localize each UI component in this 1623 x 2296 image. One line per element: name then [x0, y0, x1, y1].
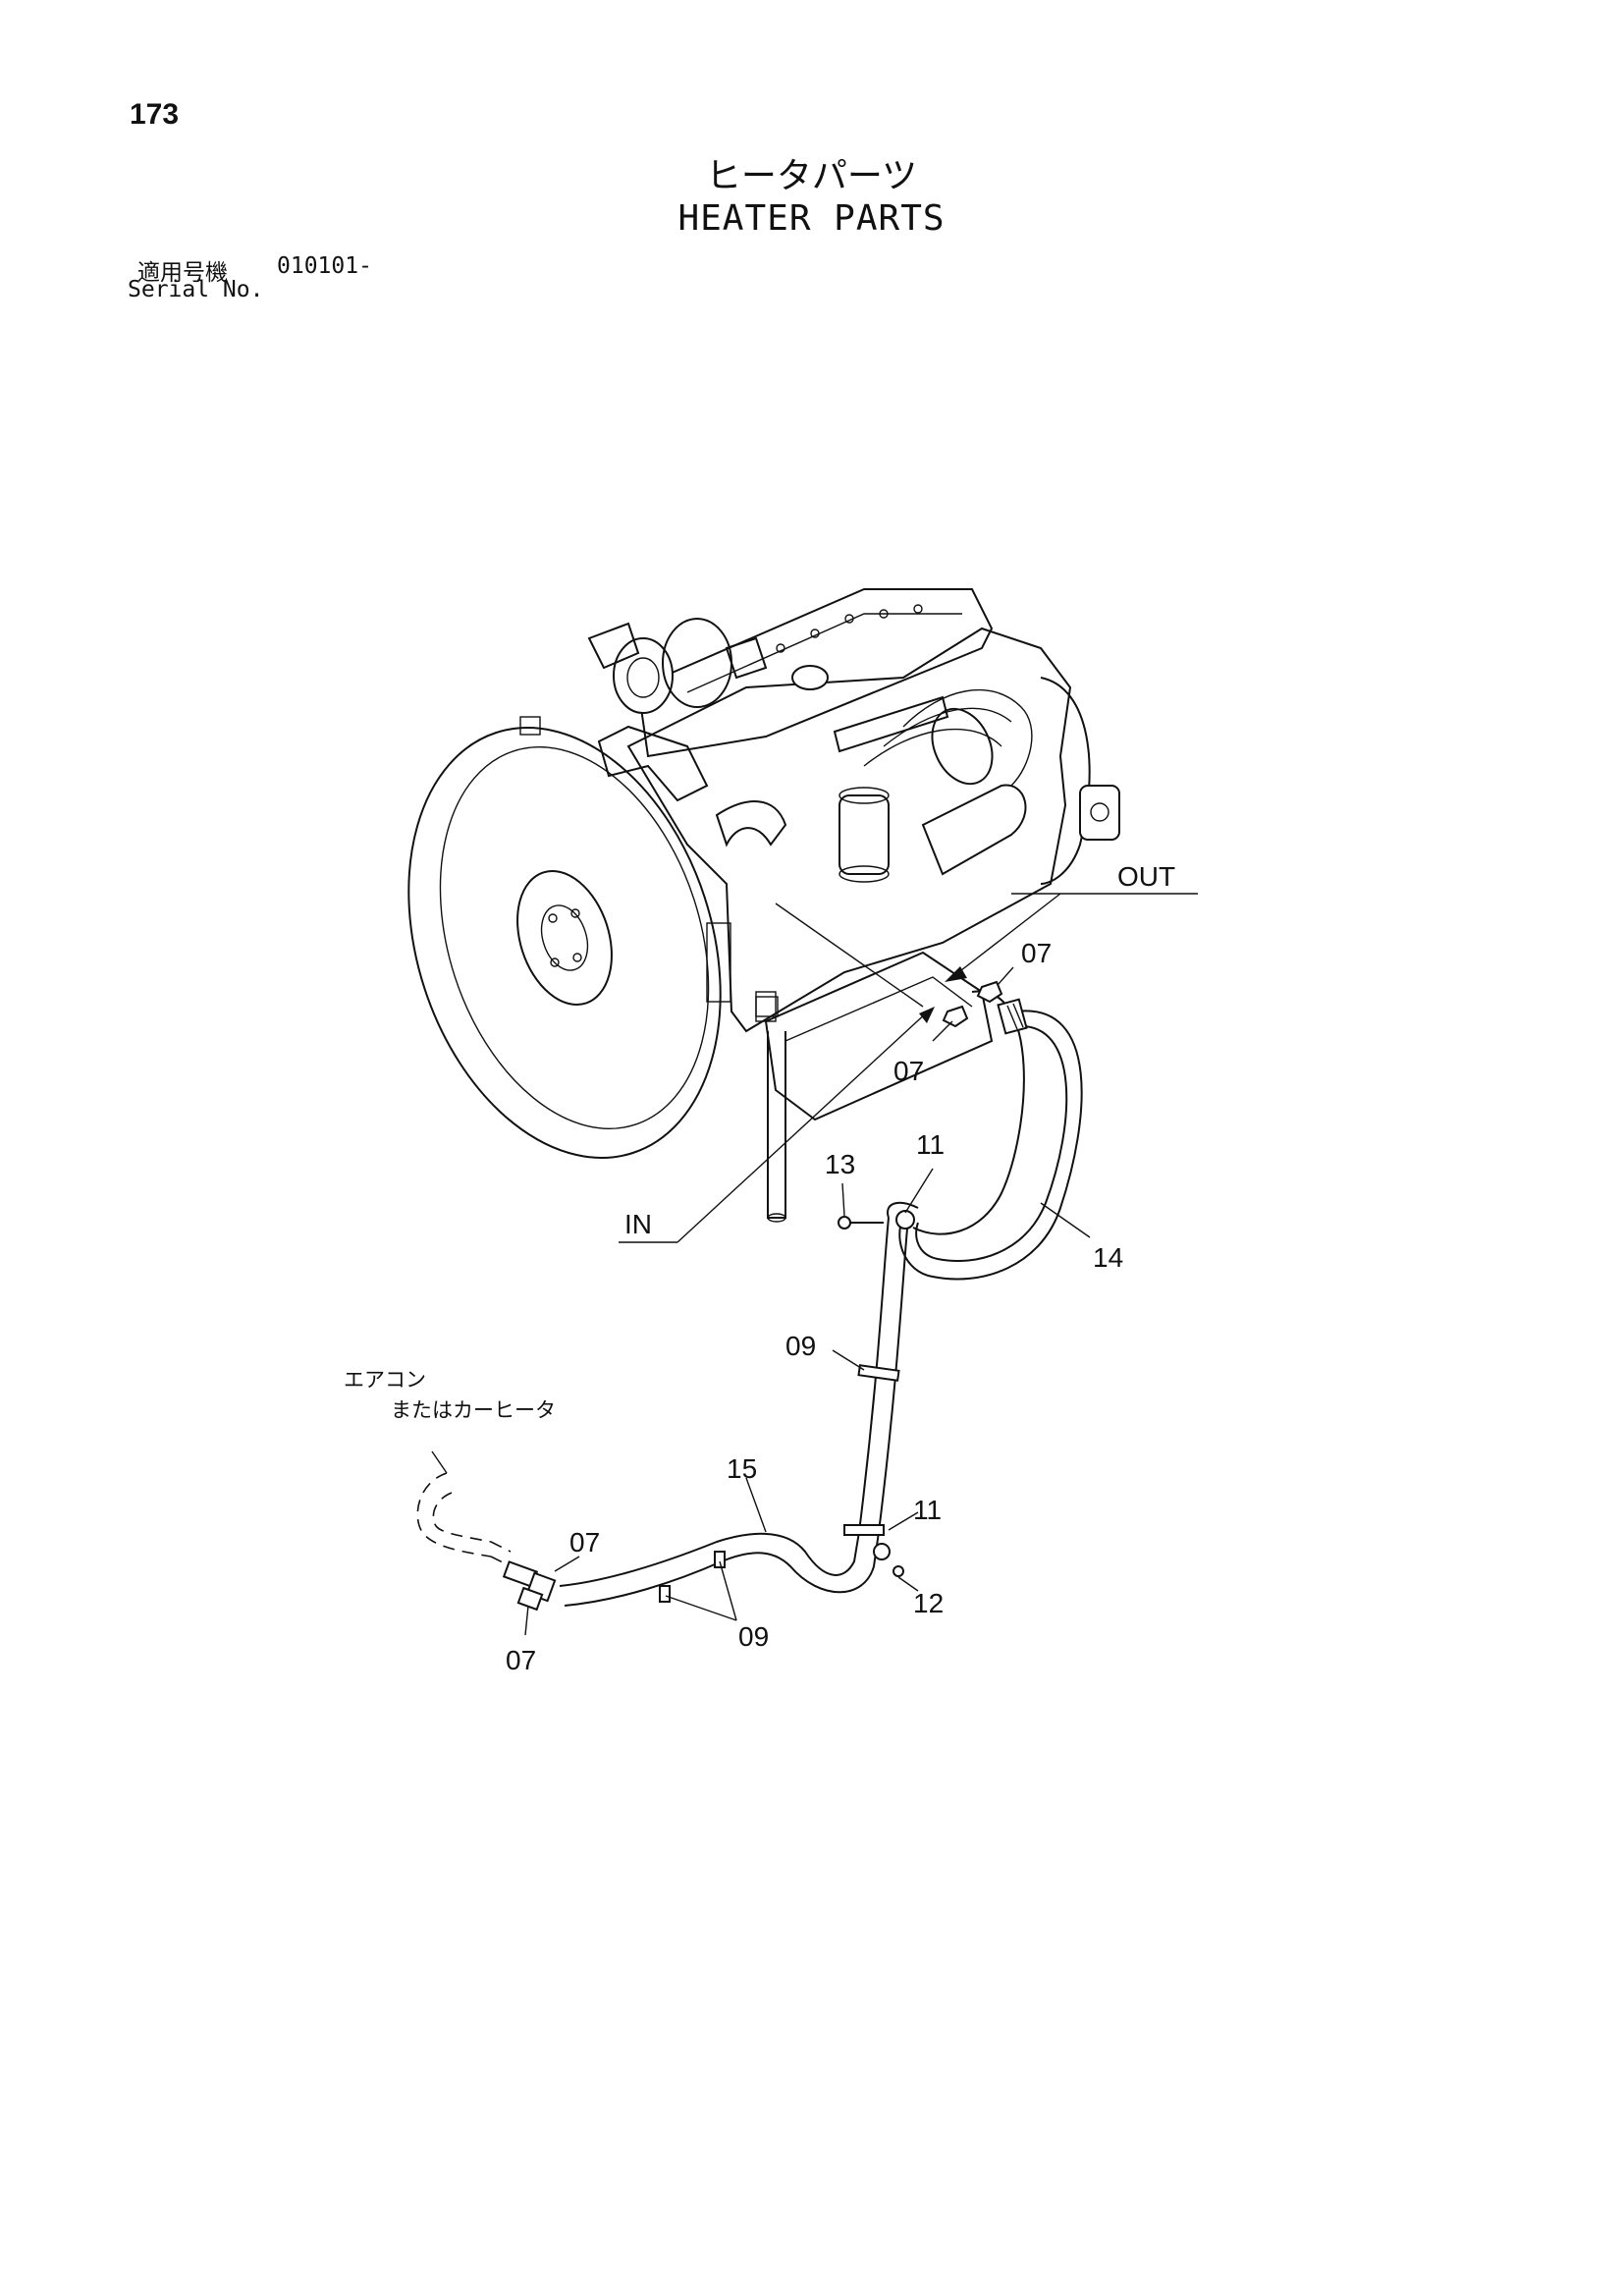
callout-07-left-top: 07 [569, 1527, 600, 1558]
page-number: 173 [130, 98, 180, 131]
heater-hose-14 [898, 990, 1083, 1281]
heater-hose-15 [559, 1201, 919, 1607]
engine-illustration [407, 588, 1120, 1223]
flow-leaders [619, 893, 1198, 1243]
callout-13: 13 [825, 1149, 855, 1179]
serial-label-english: Serial No. [128, 277, 264, 302]
page-title-japanese: ヒータパーツ [705, 156, 918, 196]
aircon-note-line1: エアコン [344, 1368, 426, 1392]
aircon-note-line2: またはカーヒータ [391, 1398, 556, 1422]
callout-leaders [524, 966, 1091, 1636]
callout-11-low: 11 [913, 1495, 942, 1525]
callout-09-low: 09 [738, 1621, 769, 1652]
callout-07-mid: 07 [893, 1056, 924, 1086]
serial-value: 010101- [277, 253, 372, 279]
callout-12: 12 [913, 1588, 944, 1618]
callout-07-top: 07 [1021, 938, 1052, 968]
flow-label-out: OUT [1117, 861, 1175, 892]
callout-11-top: 11 [916, 1129, 945, 1160]
aircon-connection [416, 1450, 512, 1567]
callout-14: 14 [1093, 1242, 1123, 1273]
clamps-and-bolts [659, 1210, 915, 1603]
callout-09-mid: 09 [785, 1331, 816, 1361]
callout-15: 15 [727, 1453, 757, 1484]
serial-label-japanese: 適用号機 [137, 260, 228, 286]
page-title-english: HEATER PARTS [677, 198, 946, 239]
callout-07-left-bottom: 07 [506, 1645, 536, 1675]
fittings [502, 980, 1003, 1612]
flow-label-in: IN [624, 1209, 652, 1239]
